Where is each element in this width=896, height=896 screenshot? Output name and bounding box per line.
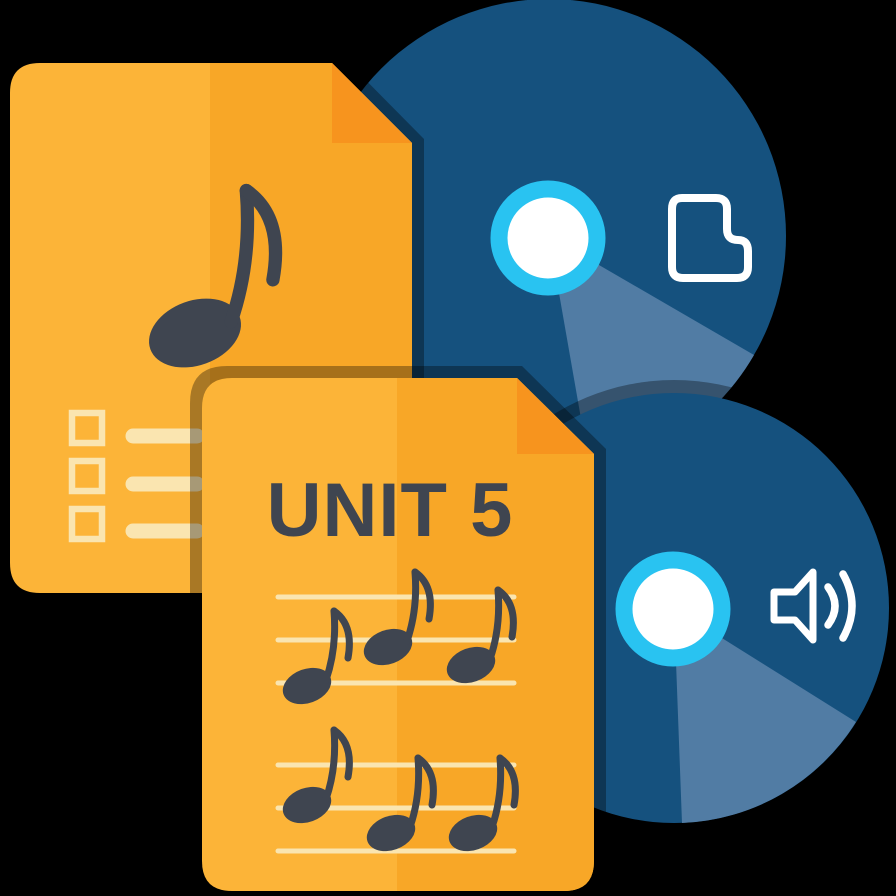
unit5-sheet-front: UNIT 5	[190, 366, 606, 896]
sound-wave-outer	[839, 570, 856, 642]
disc-hole	[504, 194, 592, 282]
folded-corner	[332, 63, 412, 143]
page-icon	[668, 194, 752, 282]
checkbox-icon	[68, 505, 106, 543]
disc-shine-wedge	[674, 608, 856, 823]
checkbox-icon	[68, 409, 106, 447]
unit-title: UNIT 5	[267, 468, 514, 553]
disc-hole-ring	[490, 180, 606, 296]
speaker-icon	[770, 568, 856, 644]
sound-wave-inner	[824, 583, 839, 629]
checklist	[68, 409, 205, 543]
disc-hole-ring	[615, 551, 731, 667]
folded-corner	[517, 378, 594, 454]
disc-hole	[629, 565, 717, 653]
checkbox-icon	[68, 457, 106, 495]
